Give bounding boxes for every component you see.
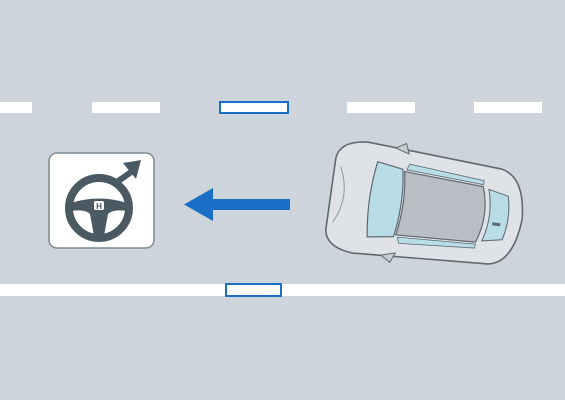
solid-lane-line (0, 284, 565, 296)
highlighted-lane-marker (225, 283, 282, 297)
lower-lane-line (0, 283, 565, 297)
svg-text:H: H (96, 202, 102, 211)
steering-assist-panel: H (48, 152, 155, 249)
highlighted-lane-dash (219, 101, 289, 114)
lane-dash (474, 102, 542, 113)
car-top-view-icon (325, 141, 524, 265)
lane-dash (0, 102, 32, 113)
lane-keep-direction-arrow-icon (184, 188, 290, 221)
steering-direction-arrow-icon (112, 160, 141, 186)
upper-lane-line (0, 101, 542, 114)
lane-dash (92, 102, 160, 113)
steering-wheel-icon: H (65, 174, 133, 242)
lane-dash (347, 102, 415, 113)
